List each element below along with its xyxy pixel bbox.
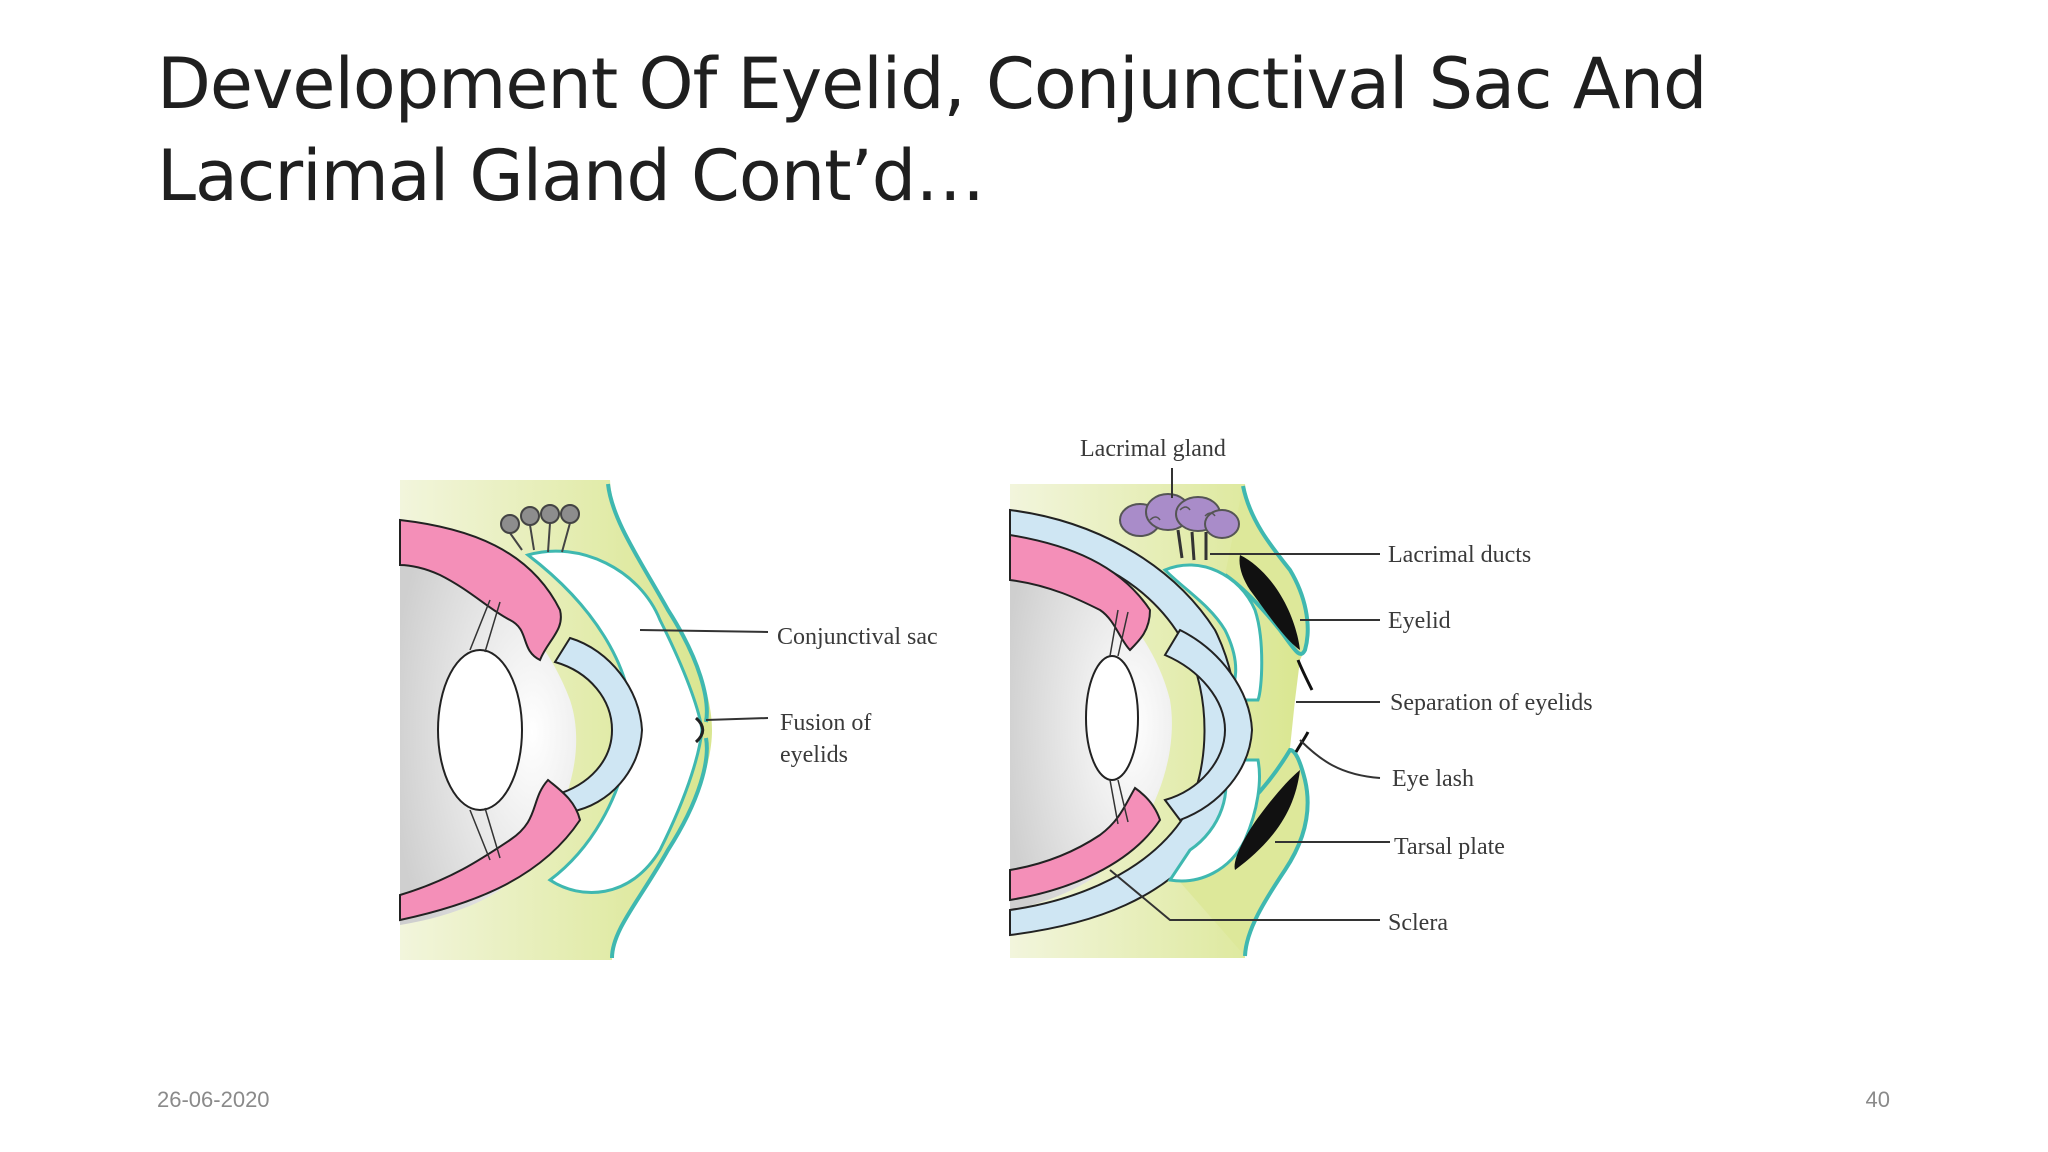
label-eye-lash: Eye lash [1392, 766, 1474, 792]
right-cornea [1163, 628, 1254, 822]
left-eye-diagram: Conjunctival sac Fusion of eyelids [399, 480, 938, 960]
right-lens [1085, 655, 1139, 781]
label-conjunctival-sac: Conjunctival sac [777, 624, 938, 650]
leader-conjunctival-sac [639, 629, 769, 633]
right-conjunctival-space [1162, 563, 1264, 883]
label-sclera: Sclera [1388, 910, 1448, 936]
label-fusion-line1: Fusion of [780, 710, 871, 736]
left-retina-upper [399, 518, 562, 662]
right-lacrimal-gland [1119, 493, 1240, 539]
left-eyelid-outline [606, 483, 709, 959]
right-lacrimal-ducts [1176, 529, 1208, 561]
page-number: 40 [1865, 1087, 1890, 1112]
title-line-2: Lacrimal Gland Cont’d… [157, 135, 985, 217]
right-tarsal-plate-lower [1234, 770, 1300, 870]
right-eyelash-upper [1296, 659, 1314, 691]
right-retina-lower [1009, 786, 1162, 902]
left-zonules [469, 599, 501, 861]
right-eye-diagram: Lacrimal gland Lacrimal ducts Eyelid Sep… [1009, 436, 1593, 958]
left-retina-lower [399, 778, 582, 922]
label-eyelid: Eyelid [1388, 608, 1451, 634]
left-lens [437, 649, 523, 811]
label-fusion-line2: eyelids [780, 742, 848, 768]
right-zonules [1109, 609, 1129, 825]
right-tarsal-plate-upper [1239, 555, 1300, 650]
leader-sclera [1109, 869, 1380, 921]
footer-date: 26-06-2020 [157, 1087, 270, 1112]
title-line-1: Development Of Eyelid, Conjunctival Sac … [157, 43, 1707, 125]
label-lacrimal-ducts: Lacrimal ducts [1388, 542, 1531, 568]
label-lacrimal-gland: Lacrimal gland [1080, 436, 1226, 462]
leader-fusion [705, 717, 769, 721]
left-lacrimal-buds [500, 504, 580, 553]
right-retina-upper [1009, 533, 1152, 652]
left-fusion-point [694, 716, 705, 744]
label-separation-of-eyelids: Separation of eyelids [1390, 690, 1593, 716]
slide-title: Development Of Eyelid, Conjunctival Sac … [157, 38, 1957, 222]
leader-eye-lash [1299, 739, 1381, 779]
label-tarsal-plate: Tarsal plate [1394, 834, 1505, 860]
